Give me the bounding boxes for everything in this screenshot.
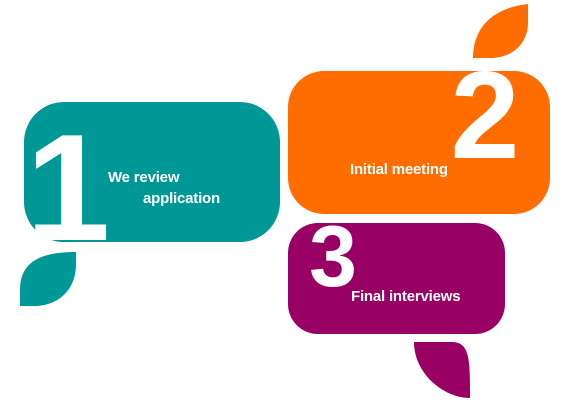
- step-1-leaf: [20, 252, 76, 306]
- step-2-box: [288, 71, 550, 214]
- step-3-box: [288, 223, 505, 334]
- step-1-label-line-1: We review: [108, 169, 180, 186]
- step-1-group: 1: [20, 102, 280, 306]
- step-2-leaf: [473, 4, 528, 58]
- step-1-box: [24, 102, 280, 242]
- step-3-group: 3: [288, 209, 505, 398]
- step-2-label: Initial meeting: [350, 161, 448, 178]
- step-1-label-line-2: application: [143, 190, 220, 207]
- step-1-numeral: 1: [26, 103, 111, 273]
- step-3-numeral: 3: [309, 209, 357, 305]
- step-3-leaf: [414, 342, 470, 398]
- step-3-label: Final interviews: [351, 288, 461, 305]
- step-2-numeral: 2: [451, 47, 520, 185]
- step-2-group: 2: [288, 4, 550, 214]
